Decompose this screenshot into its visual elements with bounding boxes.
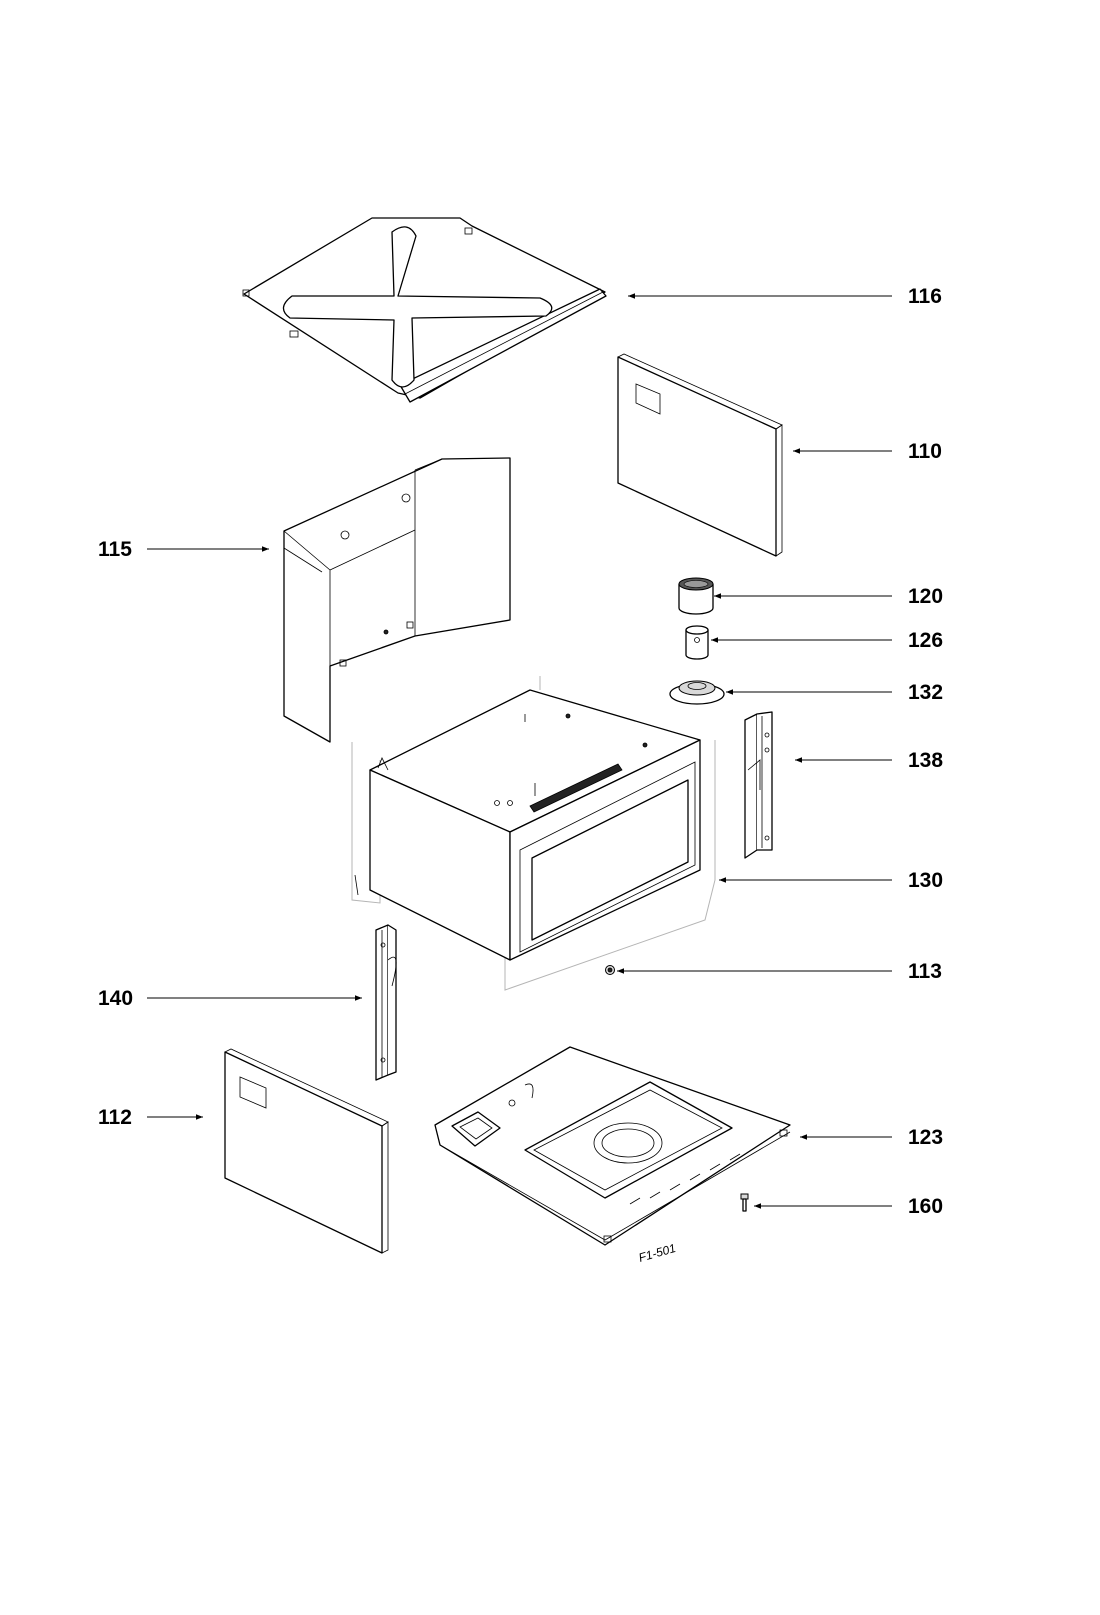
callout-113: 113: [908, 960, 942, 983]
back-panel-115[interactable]: [283, 457, 511, 743]
callout-126: 126: [908, 629, 943, 652]
drawing-reference: F1-501: [637, 1241, 677, 1265]
cap-120[interactable]: [678, 577, 714, 615]
callout-labels: 116 110 115 120 126 132 138 130 113 140 …: [98, 285, 943, 1218]
callout-132: 132: [908, 681, 943, 704]
callout-140: 140: [98, 987, 133, 1010]
callout-160: 160: [908, 1195, 943, 1218]
screw-160[interactable]: [740, 1193, 749, 1212]
oven-cavity-130[interactable]: [351, 676, 716, 991]
nut-113[interactable]: [605, 965, 615, 975]
runner-left-140[interactable]: [375, 924, 397, 1081]
runner-right-138[interactable]: [744, 711, 773, 859]
callout-123: 123: [908, 1126, 943, 1149]
leader-lines: [147, 293, 892, 1209]
side-panel-110[interactable]: [617, 353, 783, 557]
callout-110: 110: [908, 440, 942, 463]
callout-112: 112: [98, 1106, 132, 1129]
bottom-panel-123[interactable]: [434, 1046, 791, 1246]
callout-138: 138: [908, 749, 943, 772]
callout-115: 115: [98, 538, 132, 561]
top-panel-116[interactable]: [242, 217, 607, 403]
callout-116: 116: [908, 285, 942, 308]
callout-120: 120: [908, 585, 943, 608]
mount-132[interactable]: [669, 680, 725, 705]
callout-130: 130: [908, 869, 943, 892]
side-panel-112[interactable]: [224, 1048, 389, 1254]
sleeve-126[interactable]: [685, 625, 709, 660]
